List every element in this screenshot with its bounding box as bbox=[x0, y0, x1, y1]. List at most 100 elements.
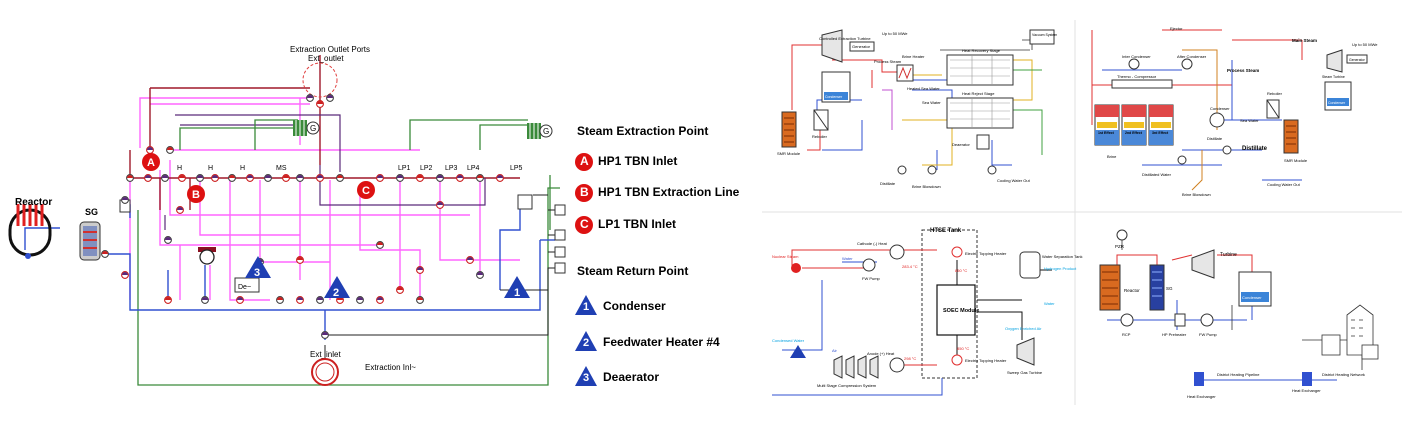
valve-node-fill bbox=[202, 297, 208, 300]
marker-1: 1 bbox=[504, 276, 530, 299]
svg-text:1st Effect: 1st Effect bbox=[1098, 131, 1115, 135]
svg-text:Heat Reject Stage: Heat Reject Stage bbox=[962, 91, 995, 96]
valve-node-fill bbox=[337, 175, 343, 178]
generator-label-1: G bbox=[310, 124, 316, 133]
svg-text:Cathode (-) Heat: Cathode (-) Heat bbox=[857, 241, 888, 246]
svg-text:Condenser: Condenser bbox=[1210, 106, 1230, 111]
ext-inlet-label: Ext_inlet bbox=[310, 350, 341, 359]
svg-text:SG: SG bbox=[1166, 286, 1173, 291]
svg-text:Deaerator: Deaerator bbox=[952, 142, 970, 147]
svg-text:Main Steam: Main Steam bbox=[1292, 38, 1317, 43]
svg-text:Brine Blowdown: Brine Blowdown bbox=[912, 184, 941, 189]
panel-med-desalination: Thermo - Compressor Ejector Inter Conden… bbox=[1091, 26, 1378, 197]
valve-node-fill bbox=[177, 207, 183, 210]
valve-node-fill bbox=[297, 297, 303, 300]
svg-text:Heat Exchanger: Heat Exchanger bbox=[1187, 394, 1216, 399]
ext-outlet-label: Ext_outlet bbox=[308, 54, 344, 63]
valve-node-fill bbox=[277, 297, 283, 300]
valve-node-fill bbox=[165, 237, 171, 240]
svg-text:Sea Water: Sea Water bbox=[922, 100, 941, 105]
svg-text:Anode (+) Heat: Anode (+) Heat bbox=[867, 351, 895, 356]
valve-node-fill bbox=[145, 175, 151, 178]
marker-b: B bbox=[187, 185, 205, 203]
marker-a-icon bbox=[575, 153, 593, 171]
stage-label-ms: MS bbox=[276, 165, 287, 172]
sg-label: SG bbox=[85, 207, 98, 217]
reactor-label: Reactor bbox=[15, 197, 52, 208]
valve-node-fill bbox=[283, 175, 289, 178]
steam-generator-symbol bbox=[79, 221, 101, 261]
svg-text:District Heating Network: District Heating Network bbox=[1322, 372, 1365, 377]
svg-text:850 °C: 850 °C bbox=[955, 268, 967, 273]
valve-node-fill bbox=[102, 251, 108, 254]
valve-node-fill bbox=[327, 95, 333, 98]
svg-text:Brine: Brine bbox=[1107, 154, 1117, 159]
valve-node-fill bbox=[322, 332, 328, 335]
extraction-outlet-ports-label: Extraction Outlet Ports bbox=[290, 45, 370, 54]
marker-1-icon bbox=[575, 295, 597, 315]
generator-label-2: G bbox=[543, 127, 549, 136]
valve-node-fill bbox=[497, 175, 503, 178]
svg-text:Process Steam: Process Steam bbox=[1227, 68, 1259, 73]
svg-text:283.4 °C: 283.4 °C bbox=[902, 264, 918, 269]
svg-text:Reboiler: Reboiler bbox=[812, 134, 828, 139]
generator-symbol-2 bbox=[527, 123, 553, 139]
valve-node-fill bbox=[229, 175, 235, 178]
svg-text:Oxygen Enriched Air: Oxygen Enriched Air bbox=[1005, 326, 1042, 331]
main-process-diagram: Reactor SG Extraction Outlet Ports Ext_o… bbox=[8, 45, 566, 386]
valve-node-fill bbox=[265, 175, 271, 178]
svg-text:Nuclear Steam: Nuclear Steam bbox=[772, 254, 799, 259]
building-icons bbox=[1321, 304, 1379, 360]
valve-node-fill bbox=[357, 297, 363, 300]
svg-text:Multi Stage Compression System: Multi Stage Compression System bbox=[817, 383, 877, 388]
svg-text:298 °C: 298 °C bbox=[904, 356, 916, 361]
valve-node-fill bbox=[317, 175, 323, 178]
valve-node-fill bbox=[147, 147, 153, 150]
svg-text:Water: Water bbox=[1044, 301, 1055, 306]
svg-text:Sea Water: Sea Water bbox=[1240, 118, 1259, 123]
svg-text:C: C bbox=[362, 185, 370, 197]
svg-text:A: A bbox=[147, 157, 155, 169]
valve-node-fill bbox=[377, 297, 383, 300]
panel-msf-desalination: Controlled Extraction Turbine Generator … bbox=[777, 29, 1057, 189]
valve-node-fill bbox=[247, 175, 253, 178]
valve-node-fill bbox=[127, 175, 133, 178]
svg-text:Heated Sea Water: Heated Sea Water bbox=[907, 86, 940, 91]
svg-text:Condenser: Condenser bbox=[825, 95, 843, 99]
svg-text:SMR Module: SMR Module bbox=[777, 151, 801, 156]
svg-text:Reboiler: Reboiler bbox=[1267, 91, 1283, 96]
svg-text:Process Steam: Process Steam bbox=[874, 59, 902, 64]
panel-htse-hydrogen: HTSE Tank Nuclear Steam Cathode (-) Heat… bbox=[772, 228, 1082, 396]
valve-node-fill bbox=[297, 257, 303, 260]
valve-node-fill bbox=[307, 95, 313, 98]
marker-3-icon bbox=[575, 366, 597, 386]
svg-text:Heat Exchanger: Heat Exchanger bbox=[1292, 388, 1321, 393]
valve-node-fill bbox=[167, 147, 173, 150]
stage-label-lp3: LP3 bbox=[445, 165, 458, 172]
valve-node-fill bbox=[377, 242, 383, 245]
svg-text:2: 2 bbox=[333, 287, 339, 299]
svg-text:Up to 50 MWe: Up to 50 MWe bbox=[1352, 42, 1378, 47]
svg-text:Cooling Water Out: Cooling Water Out bbox=[1267, 182, 1301, 187]
steam-extraction-title: Steam Extraction Point bbox=[577, 124, 709, 138]
valve-node-fill bbox=[122, 272, 128, 275]
valve-node-fill bbox=[317, 297, 323, 300]
stage-label-lp1: LP1 bbox=[398, 165, 411, 172]
valve-node-fill bbox=[467, 257, 473, 260]
svg-text:Condensed Water: Condensed Water bbox=[772, 338, 805, 343]
valve-node-fill bbox=[297, 175, 303, 178]
legend: Steam Extraction Point A HP1 TBN Inlet B… bbox=[575, 124, 740, 386]
svg-text:2nd Effect: 2nd Effect bbox=[1125, 131, 1143, 135]
stage-label-lp2: LP2 bbox=[420, 165, 433, 172]
marker-3: 3 bbox=[245, 256, 271, 279]
marker-a: A bbox=[142, 153, 160, 171]
valve-node-fill bbox=[397, 287, 403, 290]
svg-text:After Condenser: After Condenser bbox=[1177, 54, 1207, 59]
svg-text:SOEC Module: SOEC Module bbox=[943, 308, 979, 314]
stage-label-lp5: LP5 bbox=[510, 165, 523, 172]
svg-text:Heat Recovery Stage: Heat Recovery Stage bbox=[962, 48, 1001, 53]
svg-text:Generator: Generator bbox=[852, 44, 871, 49]
valve-nodes bbox=[101, 94, 504, 339]
valve-node-fill bbox=[417, 297, 423, 300]
